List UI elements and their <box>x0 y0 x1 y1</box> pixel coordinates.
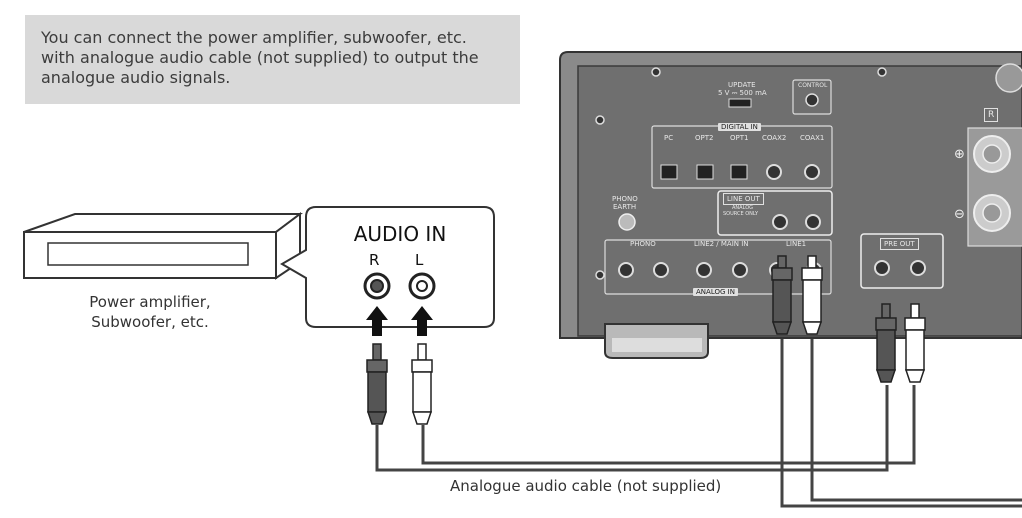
device-caption-line-1: Power amplifier, <box>89 293 211 311</box>
coax2-label: COAX2 <box>762 134 787 142</box>
control-label: CONTROL <box>798 82 828 89</box>
phono-l-jack[interactable] <box>653 262 669 278</box>
control-jack[interactable] <box>805 93 819 107</box>
plug-r-black <box>366 343 388 425</box>
audio-in-l-label: L <box>415 251 424 269</box>
opt2-port[interactable] <box>696 164 714 180</box>
plug-pre-out-r-black <box>875 303 897 383</box>
note-line-2: with analogue audio cable (not supplied)… <box>41 48 479 67</box>
phono-earth-label-1: PHONO <box>612 195 638 203</box>
phono-label: PHONO <box>630 240 656 248</box>
opt1-port[interactable] <box>730 164 748 180</box>
minus-icon: ⊖ <box>954 207 965 222</box>
panel-screws <box>595 67 887 280</box>
audio-in-r-label: R <box>369 251 380 269</box>
audio-in-title: AUDIO IN <box>353 222 447 246</box>
line-out-note-1: ANALOG <box>732 205 753 211</box>
pre-out-l-jack[interactable] <box>910 260 926 276</box>
note-line-1: You can connect the power amplifier, sub… <box>41 28 467 47</box>
coax2-jack[interactable] <box>766 164 782 180</box>
cable-caption: Analogue audio cable (not supplied) <box>450 477 722 495</box>
cable-wire-line-out-r <box>780 335 1022 508</box>
analog-in-label: ANALOG IN <box>693 288 738 296</box>
panel-screw-right <box>995 63 1022 93</box>
instruction-note: You can connect the power amplifier, sub… <box>25 15 520 104</box>
opt2-label: OPT2 <box>695 134 714 142</box>
note-line-3: analogue audio signals. <box>41 68 231 87</box>
insert-arrow-l-icon <box>411 306 433 336</box>
device-caption: Power amplifier, Subwoofer, etc. <box>70 292 230 332</box>
line-out-note-2: SOURCE ONLY <box>723 211 759 217</box>
audio-in-r-jack[interactable] <box>363 272 391 300</box>
update-label: UPDATE <box>728 81 756 89</box>
audio-in-l-jack[interactable] <box>408 272 436 300</box>
speaker-r-label: R <box>984 108 999 122</box>
pre-out-r-jack[interactable] <box>874 260 890 276</box>
power-amplifier-device <box>23 212 303 280</box>
plug-line-out-l-white <box>801 255 823 335</box>
line1-label: LINE1 <box>786 240 807 248</box>
plug-l-white <box>411 343 433 425</box>
cable-wire-pre-out-l <box>421 385 916 465</box>
plug-pre-out-l-white <box>904 303 926 383</box>
line2-l-jack[interactable] <box>732 262 748 278</box>
pc-label: PC <box>664 134 674 142</box>
pre-out-label: PRE OUT <box>880 238 919 250</box>
device-caption-line-2: Subwoofer, etc. <box>91 313 209 331</box>
audio-in-callout <box>280 206 495 328</box>
phono-earth-terminal[interactable] <box>618 213 636 231</box>
update-spec: 5 V ⎓ 500 mA <box>718 89 767 97</box>
cable-wire-line-out-l <box>810 335 1022 502</box>
line-out-r-jack[interactable] <box>772 214 788 230</box>
line-out-label: LINE OUT <box>723 193 764 205</box>
line-out-l-jack[interactable] <box>805 214 821 230</box>
pc-usb-port[interactable] <box>660 164 678 180</box>
amplifier-rear-panel: ⊕ ⊖ <box>559 51 1022 359</box>
coax1-jack[interactable] <box>804 164 820 180</box>
phono-r-jack[interactable] <box>618 262 634 278</box>
line2-r-jack[interactable] <box>696 262 712 278</box>
cable-wires <box>375 335 1022 508</box>
cable-wire-pre-out-r <box>375 385 889 472</box>
coax1-label: COAX1 <box>800 134 825 142</box>
digital-in-label: DIGITAL IN <box>718 123 761 131</box>
line2-main-in-label: LINE2 / MAIN IN <box>694 240 749 248</box>
update-usb-port[interactable] <box>728 98 752 108</box>
plus-icon: ⊕ <box>954 147 965 162</box>
insert-arrow-r-icon <box>366 306 388 336</box>
opt1-label: OPT1 <box>730 134 749 142</box>
phono-earth-label-2: EARTH <box>613 203 637 211</box>
plug-line-out-r-black <box>771 255 793 335</box>
